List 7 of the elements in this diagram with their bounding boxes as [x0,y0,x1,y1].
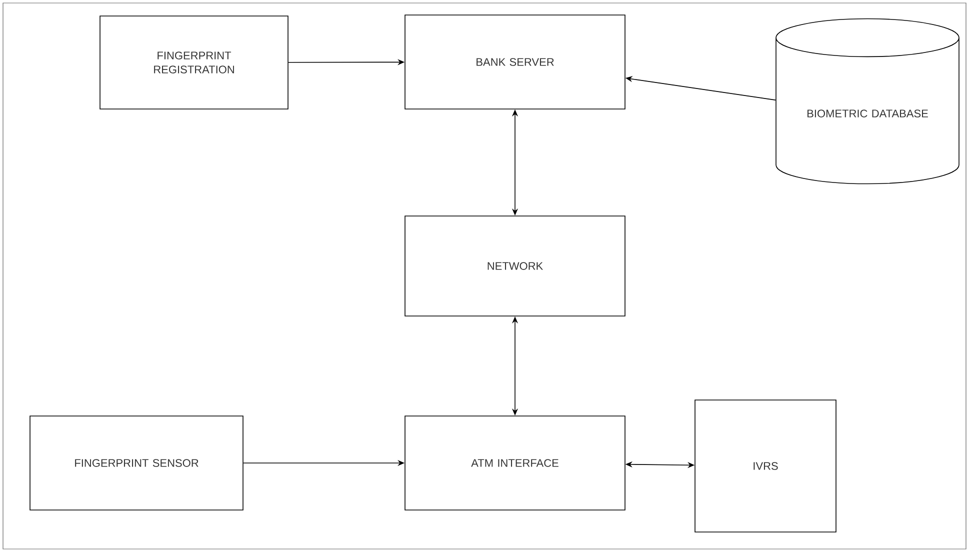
process-box: IVRS [694,400,836,532]
database-cylinder: BIOMETRIC DATABASE [776,18,960,184]
process-box: ATM INTERFACE [404,416,626,510]
process-box: FINGERPRINT REGISTRATION [100,16,288,110]
process-box: BANK SERVER [404,14,626,110]
process-box: FINGERPRINT SENSOR [30,416,244,510]
process-box: NETWORK [404,216,626,316]
